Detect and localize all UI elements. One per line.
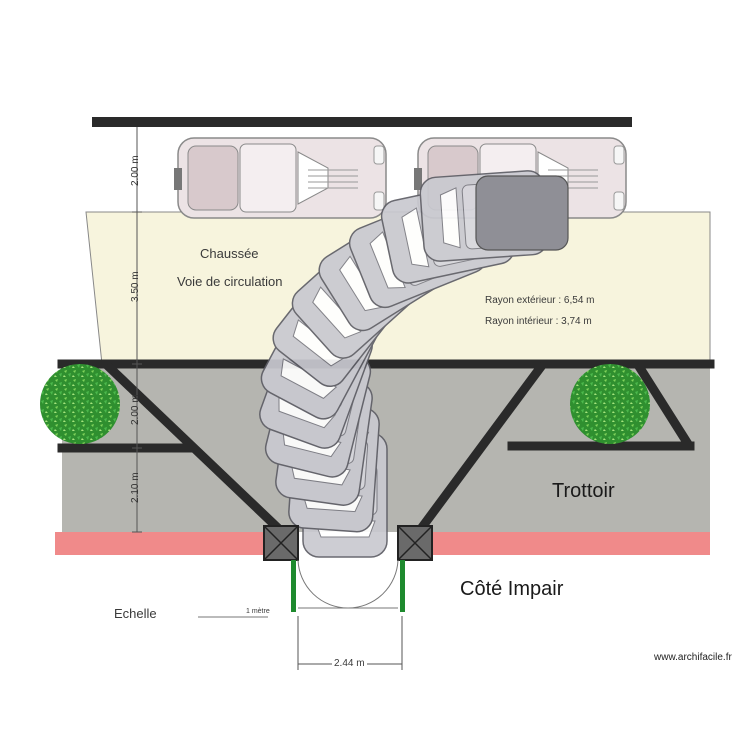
curb-right [430, 532, 710, 555]
gate-post-right [397, 525, 433, 561]
roadway-title: Chaussée [200, 246, 259, 261]
gate-swing [297, 559, 399, 609]
boundary-wall [92, 117, 632, 127]
parking-depth-dimension: 2.00 m [130, 155, 141, 186]
gate-width-text: 2.44 m [332, 658, 367, 669]
inner-radius-label: Rayon intérieur : 3,74 m [485, 316, 592, 327]
parked-car-left [173, 137, 387, 219]
scale-label: Echelle [114, 606, 157, 621]
hedge-left [40, 364, 120, 444]
sidewalk-label: Trottoir [552, 480, 615, 502]
watermark: www.archifacile.fr [654, 652, 732, 663]
lower-sidewalk-dimension: 2.10 m [130, 472, 141, 503]
lane-width-dimension: 3.50 m [130, 271, 141, 302]
fence-left [291, 560, 296, 612]
outer-radius-label: Rayon extérieur : 6,54 m [485, 295, 595, 306]
parked-car-right-dark [475, 175, 569, 251]
gate-post-left [263, 525, 299, 561]
scale-unit: 1 mètre [246, 608, 270, 615]
curb-left [55, 532, 265, 555]
sidewalk-slabs [57, 359, 715, 537]
fence-right [400, 560, 405, 612]
lane-label: Voie de circulation [177, 274, 283, 289]
vertical-dimension-line [132, 127, 142, 533]
hedge-right [570, 364, 650, 444]
side-label: Côté Impair [460, 578, 564, 600]
upper-sidewalk-dimension: 2.00 m [130, 394, 141, 425]
